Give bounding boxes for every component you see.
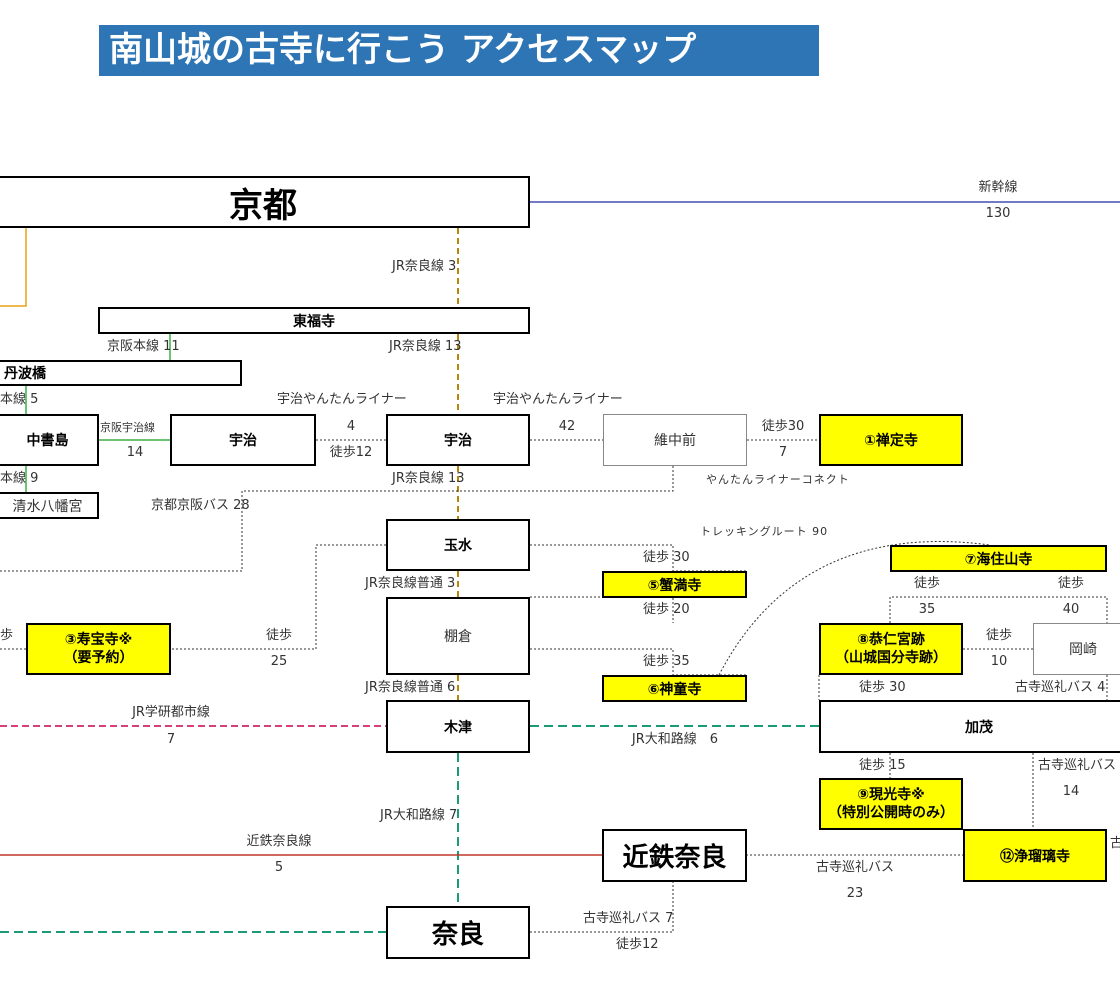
node-kyoto[interactable]: 京都 bbox=[0, 176, 530, 228]
okazaki-label: 岡崎 bbox=[1069, 642, 1097, 658]
label-jr-nara-3: JR奈良線 3 bbox=[392, 259, 457, 274]
label-shinkansen: 新幹線 bbox=[978, 180, 1018, 195]
label-jr-gakken-min: 7 bbox=[166, 732, 176, 747]
genkoji-note: （特別公開時のみ） bbox=[828, 805, 954, 821]
label-walk-12-uji: 徒歩12 bbox=[329, 445, 373, 460]
chushojima-label: 中書島 bbox=[26, 433, 69, 449]
label-walk-20: 徒歩 20 bbox=[643, 602, 690, 617]
label-walk-30-zenjoji: 徒歩30 bbox=[761, 419, 805, 434]
label-walk-kunikyo-min: 10 bbox=[990, 654, 1008, 669]
label-walk-15: 徒歩 15 bbox=[859, 758, 906, 773]
keihan-orange-line bbox=[0, 228, 27, 307]
node-kunikyo[interactable]: ⑧恭仁宮跡 （山城国分寺跡） bbox=[819, 623, 963, 675]
node-kintetsu-nara[interactable]: 近鉄奈良 bbox=[602, 829, 747, 882]
node-chushojima[interactable]: 中書島 bbox=[0, 414, 99, 466]
label-walk-25-min: 25 bbox=[270, 654, 288, 669]
label-jr-yamatoji-7: JR大和路線 7 bbox=[380, 808, 458, 823]
label-walk-kaiju-left: 徒歩 bbox=[913, 576, 941, 591]
label-uji-liner-2: 宇治やんたんライナー bbox=[493, 392, 623, 407]
node-tamamizu[interactable]: 玉水 bbox=[386, 519, 530, 571]
label-walk-7-zenjoji: 7 bbox=[778, 445, 788, 460]
label-walk-30-kaniman: 徒歩 30 bbox=[643, 550, 690, 565]
label-jr-nara-local-6: JR奈良線普通 6 bbox=[365, 680, 456, 695]
node-kizu[interactable]: 木津 bbox=[386, 700, 530, 753]
node-zenjoji[interactable]: ①禅定寺 bbox=[819, 414, 963, 466]
label-jr-yamatoji-6: JR大和路線 6 bbox=[631, 732, 719, 747]
label-walk-kunikyo: 徒歩 bbox=[985, 628, 1013, 643]
label-kintetsu-min: 5 bbox=[274, 860, 284, 875]
node-kamo[interactable]: 加茂 bbox=[819, 700, 1120, 753]
kunikyo-note: （山城国分寺跡） bbox=[835, 650, 947, 666]
label-walk-25: 徒歩 bbox=[265, 628, 293, 643]
jurakuji-name: ③寿宝寺※ bbox=[64, 632, 133, 648]
label-keihan-uji-line: 京阪宇治線 bbox=[100, 421, 155, 434]
node-jurakuji[interactable]: ③寿宝寺※ （要予約） bbox=[26, 623, 171, 675]
label-walk-kaiju-left-min: 35 bbox=[918, 602, 936, 617]
label-walk-30-kunikyo: 徒歩 30 bbox=[859, 680, 906, 695]
node-iwashimizu[interactable]: 清水八幡宮 bbox=[0, 492, 99, 519]
genkoji-name: ⑨現光寺※ bbox=[857, 787, 925, 803]
label-keihan-9: 本線 9 bbox=[0, 471, 39, 486]
kunikyo-name: ⑧恭仁宮跡 bbox=[857, 632, 925, 648]
label-walk-kaiju-right: 徒歩 bbox=[1057, 576, 1085, 591]
jurakuji-note: （要予約） bbox=[63, 650, 134, 666]
label-uji-liner-1: 宇治やんたんライナー bbox=[277, 392, 407, 407]
node-nara[interactable]: 奈良 bbox=[386, 906, 530, 959]
label-kodera-bus-4: 古寺巡礼バス 4 bbox=[1015, 680, 1106, 695]
node-jindoji[interactable]: ⑥神童寺 bbox=[602, 675, 747, 702]
label-kodera-right: 古 bbox=[1110, 836, 1120, 851]
label-walk-kaiju-right-min: 40 bbox=[1062, 602, 1080, 617]
node-jr-uji[interactable]: 宇治 bbox=[386, 414, 530, 466]
label-keihan-uji-min: 14 bbox=[126, 445, 144, 460]
label-jr-nara-13b: JR奈良線 13 bbox=[392, 471, 465, 486]
label-kodera-bus-23: 古寺巡礼バス bbox=[815, 860, 895, 875]
label-walk-12-nara: 徒歩12 bbox=[616, 937, 659, 952]
label-kyoto-keihan-bus: 京都京阪バス 28 bbox=[151, 498, 250, 513]
label-kintetsu-line: 近鉄奈良線 bbox=[246, 834, 312, 849]
node-genkoji[interactable]: ⑨現光寺※ （特別公開時のみ） bbox=[819, 778, 963, 830]
label-jr-gakken: JR学研都市線 bbox=[132, 705, 210, 720]
label-walk-35-jindo: 徒歩 35 bbox=[643, 654, 690, 669]
label-kodera-bus-14: 古寺巡礼バス bbox=[1038, 758, 1117, 773]
label-jr-nara-local-3: JR奈良線普通 3 bbox=[365, 576, 456, 591]
tanbabashi-label: 丹波橋 bbox=[4, 366, 46, 382]
node-ichu-mae[interactable]: 維中前 bbox=[603, 414, 747, 466]
label-shinkansen-min: 130 bbox=[985, 206, 1011, 221]
label-jr-nara-13a: JR奈良線 13 bbox=[389, 339, 462, 354]
node-tofukuji[interactable]: 東福寺 bbox=[98, 307, 530, 334]
node-kaijusenji[interactable]: ⑦海住山寺 bbox=[890, 545, 1107, 572]
label-yantan-connect: やんたんライナーコネクト bbox=[706, 473, 850, 486]
label-kodera-bus-14-min: 14 bbox=[1062, 784, 1080, 799]
label-liner-42: 42 bbox=[558, 419, 576, 434]
iwashimizu-label: 清水八幡宮 bbox=[12, 498, 83, 515]
node-kanimanji[interactable]: ⑤蟹満寺 bbox=[602, 571, 747, 598]
node-okazaki[interactable]: 岡崎 bbox=[1033, 623, 1120, 675]
page-title: 南山城の古寺に行こう アクセスマップ bbox=[99, 25, 819, 76]
node-joruriji[interactable]: ⑫浄瑠璃寺 bbox=[963, 829, 1107, 882]
node-tanbabashi[interactable]: 丹波橋 bbox=[0, 360, 242, 386]
label-keihan-5: 本線 5 bbox=[0, 392, 39, 407]
label-trekking: トレッキングルート 90 bbox=[700, 525, 829, 538]
label-kodera-bus-23-min: 23 bbox=[846, 886, 864, 901]
label-kodera-bus-7: 古寺巡礼バス 7 bbox=[583, 911, 674, 926]
label-keihan-11: 京阪本線 11 bbox=[107, 339, 180, 354]
label-liner-4: 4 bbox=[346, 419, 356, 434]
node-tanakura[interactable]: 棚倉 bbox=[386, 597, 530, 675]
label-walk-left: 歩 bbox=[0, 628, 14, 643]
node-keihan-uji[interactable]: 宇治 bbox=[170, 414, 316, 466]
